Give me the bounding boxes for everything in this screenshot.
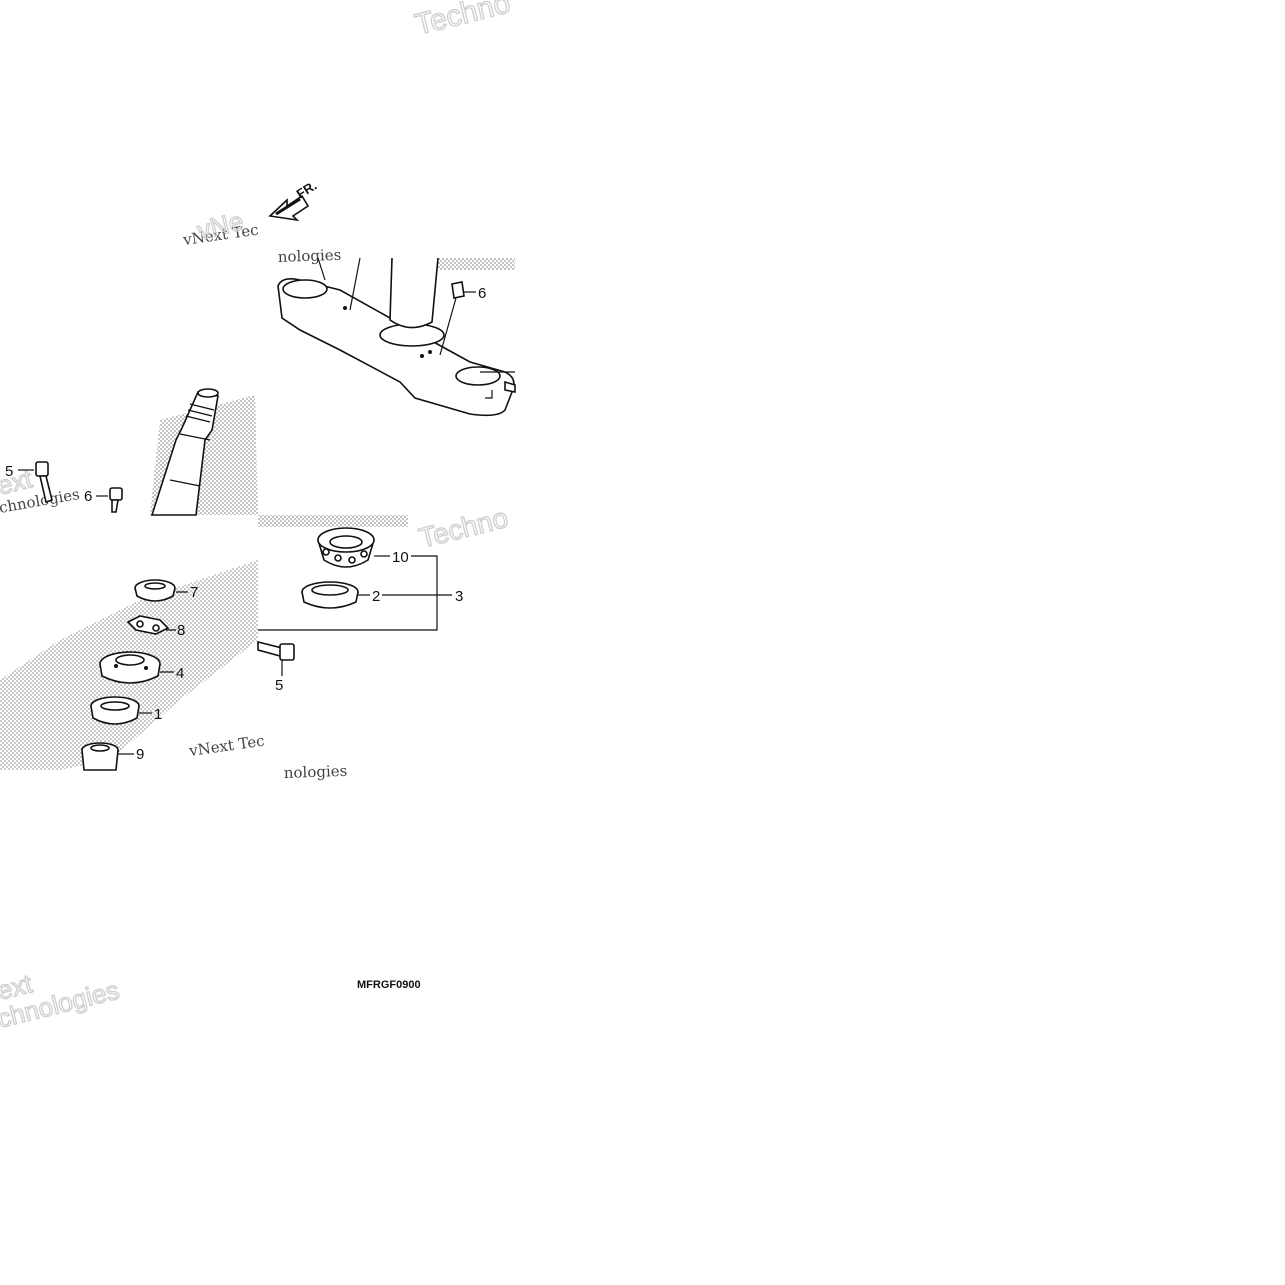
callout-10: 10 [392, 549, 409, 566]
watermark-group: Techno vNext Tec nologies chnologies ext… [0, 0, 514, 1034]
watermark-text: Techno [416, 502, 511, 554]
callout-6-left: 6 [84, 488, 92, 505]
callout-2: 2 [372, 588, 380, 605]
callout-5-left: 5 [5, 463, 13, 480]
callout-3-bracket [258, 555, 452, 631]
steering-stem-part [150, 388, 219, 516]
callout-9: 9 [136, 746, 144, 763]
front-direction-label: FR. [294, 178, 320, 202]
watermark-text: vNext Tec [187, 732, 266, 761]
adjusting-nut-4-part [99, 651, 174, 684]
watermark-text: nologies [284, 762, 348, 782]
lock-washer-8-part [126, 615, 176, 635]
callout-8: 8 [177, 622, 185, 639]
callout-4: 4 [176, 665, 184, 682]
callout-5-lower: 5 [275, 677, 283, 694]
nut-7-part [134, 579, 188, 602]
race-2-part [301, 581, 370, 609]
dust-seal-1-part [90, 696, 152, 725]
callout-6-upper: 6 [478, 285, 486, 302]
top-bridge-part [277, 257, 516, 417]
bolt-6-left [96, 487, 123, 513]
callout-1: 1 [154, 706, 162, 723]
bearing-10-part [317, 527, 390, 568]
front-direction-arrow: FR. [268, 178, 320, 222]
callout-7: 7 [190, 584, 198, 601]
callout-3: 3 [455, 588, 463, 605]
watermark-text: nologies [278, 246, 342, 266]
diagram-code: MFRGF0900 [357, 979, 421, 991]
watermark-text: Techno [412, 0, 514, 42]
bearing-9-part [81, 742, 134, 771]
bolt-5-lower [257, 640, 295, 676]
bolt-5-left [18, 461, 53, 504]
bolt-6-upper [439, 281, 476, 356]
